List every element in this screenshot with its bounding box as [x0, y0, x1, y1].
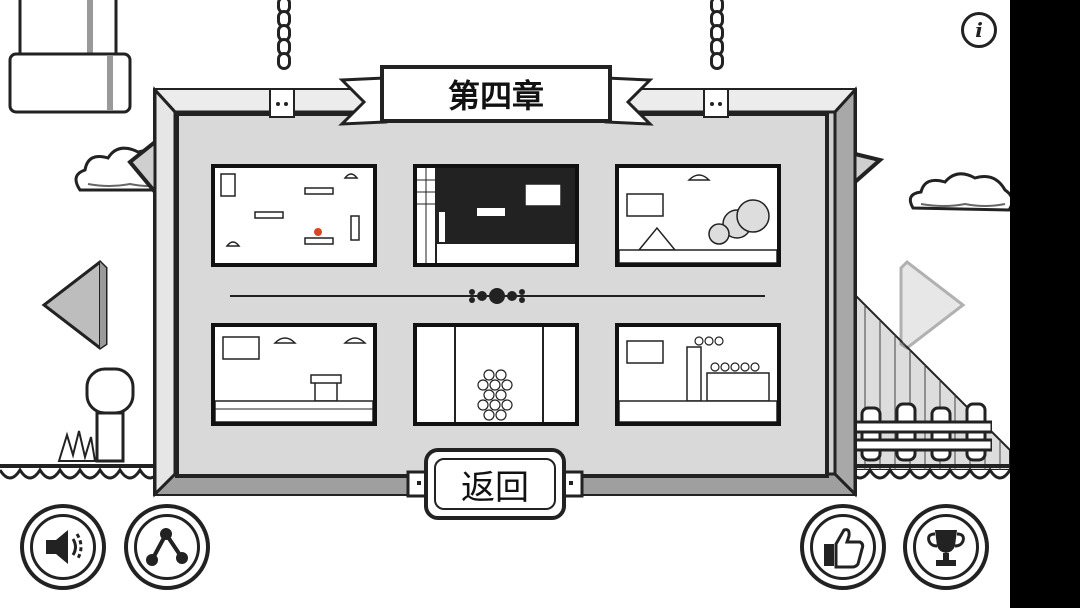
- back-button[interactable]: 返回: [424, 448, 566, 520]
- level-1-preview: [220, 173, 360, 247]
- back-button-label: 返回: [461, 467, 529, 508]
- thumbs-up-icon: [824, 528, 865, 569]
- game-scene: i 第四章: [0, 0, 1010, 608]
- chapter-title: 第四章: [447, 77, 544, 115]
- sound-toggle-button[interactable]: [20, 504, 106, 590]
- info-button[interactable]: i: [961, 12, 997, 48]
- like-button[interactable]: [800, 504, 886, 590]
- pipe-decoration: [8, 0, 132, 114]
- level-5-preview: [454, 327, 544, 422]
- trophy-icon: [927, 530, 965, 566]
- level-2-preview: [417, 168, 575, 263]
- cloud-decoration: [908, 172, 1010, 212]
- post-decoration: [57, 367, 135, 463]
- letterbox-bar: [1010, 0, 1080, 608]
- share-icon: [146, 528, 188, 566]
- chain-clip: [269, 88, 295, 118]
- level-thumbnail-5[interactable]: [413, 323, 579, 426]
- chapter-title-banner: 第四章: [380, 65, 612, 123]
- level-6-preview: [619, 336, 777, 422]
- level-thumbnail-2[interactable]: [413, 164, 579, 267]
- chain-left: [273, 0, 295, 70]
- level-4-preview: [215, 336, 373, 422]
- left-arrow-icon: [41, 260, 108, 350]
- info-icon: i: [975, 18, 983, 42]
- prev-chapter-button[interactable]: [40, 258, 112, 350]
- share-button[interactable]: [124, 504, 210, 590]
- ornament-divider: [230, 288, 765, 304]
- chain-right: [706, 0, 728, 70]
- level-thumbnail-3[interactable]: [615, 164, 781, 267]
- ribbon-tails: [338, 76, 654, 126]
- chain-clip: [703, 88, 729, 118]
- next-chapter-button[interactable]: [895, 258, 967, 350]
- level-thumbnail-1[interactable]: [211, 164, 377, 267]
- speaker-icon: [46, 530, 83, 564]
- level-3-preview: [619, 174, 777, 263]
- achievements-button[interactable]: [903, 504, 989, 590]
- level-thumbnail-4[interactable]: [211, 323, 377, 426]
- fence-decoration: [852, 402, 992, 462]
- right-arrow-icon: [899, 260, 966, 350]
- level-thumbnail-6[interactable]: [615, 323, 781, 426]
